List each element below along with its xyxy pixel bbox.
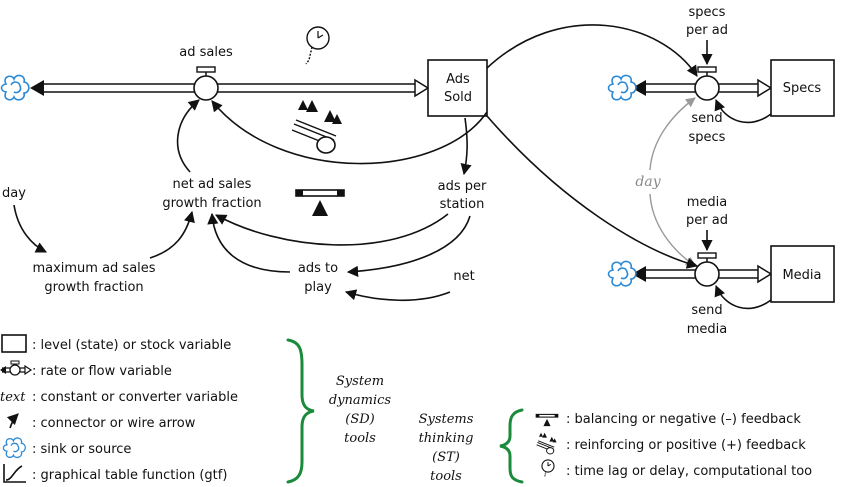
specs-per-ad-label-2: per ad (686, 23, 728, 38)
max-growth-label-2: growth fraction (44, 280, 143, 295)
clock-icon (305, 26, 330, 65)
connector-day-to-send-specs (649, 97, 696, 171)
legend-sd-text-3: : connector or wire arrow (32, 416, 196, 431)
net-ad-sales-growth-label-2: growth fraction (162, 196, 261, 211)
send-specs-label-2: specs (689, 130, 726, 145)
connector-growth-to-ad-sales (176, 99, 200, 173)
legend-st-text-2: : time lag or delay, computational too (566, 464, 812, 479)
connector-ads-sold-to-send-specs (486, 24, 698, 77)
connector-ads-to-play-to-growth (207, 212, 291, 273)
send-media-valve[interactable] (694, 252, 720, 287)
specs-stock[interactable]: Specs (770, 59, 835, 117)
legend-st: : balancing or negative (–) feedback : r… (535, 412, 812, 479)
sd-group-label-0: System (336, 374, 384, 389)
cloud-icon (0, 74, 30, 101)
flow-valve-icon (0, 360, 33, 376)
ads-sold-label-2: Sold (444, 90, 472, 105)
ads-per-station-label-1: ads per (438, 179, 487, 194)
sd-group-label-2: (SD) (345, 412, 374, 427)
ad-sales-flow-pipe (30, 78, 430, 98)
day-left-label: day (2, 186, 26, 201)
connector-ads-sold-to-ads-per-station (460, 117, 472, 176)
snowball-icon (291, 100, 342, 154)
send-media-label-2: media (687, 322, 728, 337)
media-per-ad-label-2: per ad (686, 213, 728, 228)
connector-specs-to-send-specs (714, 98, 772, 124)
media-stock[interactable]: Media (770, 245, 835, 303)
media-per-ad-label-1: media (687, 195, 728, 210)
connector-ads-sold-to-ad-sales (211, 100, 488, 165)
cloud-icon (2, 437, 26, 459)
legend-sd-text-0: : level (state) or stock variable (32, 338, 231, 353)
st-brace (499, 408, 524, 484)
ads-sold-stock[interactable]: Ads Sold (427, 59, 488, 117)
st-group-label-2: (ST) (432, 450, 460, 465)
sd-brace (286, 338, 315, 484)
st-group-label-0: Systems (419, 412, 474, 427)
st-group-label-3: tools (430, 469, 462, 484)
net-label: net (453, 269, 474, 284)
max-growth-label-1: maximum ad sales (32, 261, 155, 276)
legend-sd-text-5: : graphical table function (gtf) (32, 468, 227, 483)
net-ad-sales-growth-label-1: net ad sales (173, 177, 252, 192)
send-specs-valve[interactable] (694, 66, 720, 101)
ad-sales-label: ad sales (179, 45, 233, 60)
send-specs-label-1: send (691, 111, 722, 126)
day-center-label: day (635, 174, 661, 190)
ad-sales-valve[interactable] (193, 66, 219, 101)
ads-to-play-label-1: ads to (298, 261, 338, 276)
specs-label: Specs (783, 81, 822, 96)
send-media-label-1: send (691, 303, 722, 318)
legend-st-text-0: : balancing or negative (–) feedback (566, 412, 801, 427)
sd-group-label-1: dynamics (329, 393, 392, 408)
legend-sd-text-2: : constant or converter variable (32, 390, 238, 405)
cloud-icon (607, 260, 637, 287)
connector-ads-sold-to-send-media (486, 115, 699, 269)
cloud-icon (607, 74, 637, 101)
st-group-label-1: thinking (419, 431, 474, 446)
legend-st-text-1: : reinforcing or positive (+) feedback (566, 438, 806, 453)
sd-group-label-3: tools (344, 431, 376, 446)
specs-per-ad-label-1: specs (689, 5, 726, 20)
ads-to-play-label-2: play (304, 280, 332, 295)
clock-icon (541, 459, 555, 478)
connector-ads-per-station-to-ads-to-play (346, 215, 471, 277)
connector-media-to-send-media (714, 284, 772, 310)
connector-net-to-ads-to-play (344, 289, 451, 302)
legend-sd-text-1: : rate or flow variable (32, 364, 172, 379)
connector-arrow-icon (6, 413, 19, 429)
ads-sold-label-1: Ads (446, 72, 470, 87)
connector-ads-per-station-to-growth (215, 213, 449, 246)
legend-sd-text-4: : sink or source (32, 442, 131, 457)
snowball-icon (536, 432, 557, 455)
level-box-icon (1, 334, 27, 353)
media-label: Media (782, 268, 821, 283)
legend-sd: : level (state) or stock variable : rate… (0, 334, 238, 483)
text-symbol: text (0, 390, 26, 405)
balance-icon (535, 413, 559, 427)
graph-function-icon (3, 464, 26, 483)
connector-max-growth-to-growth (149, 210, 195, 259)
connector-day-to-max-growth (13, 204, 48, 253)
ads-per-station-label-2: station (440, 197, 485, 212)
balance-icon (295, 189, 345, 216)
